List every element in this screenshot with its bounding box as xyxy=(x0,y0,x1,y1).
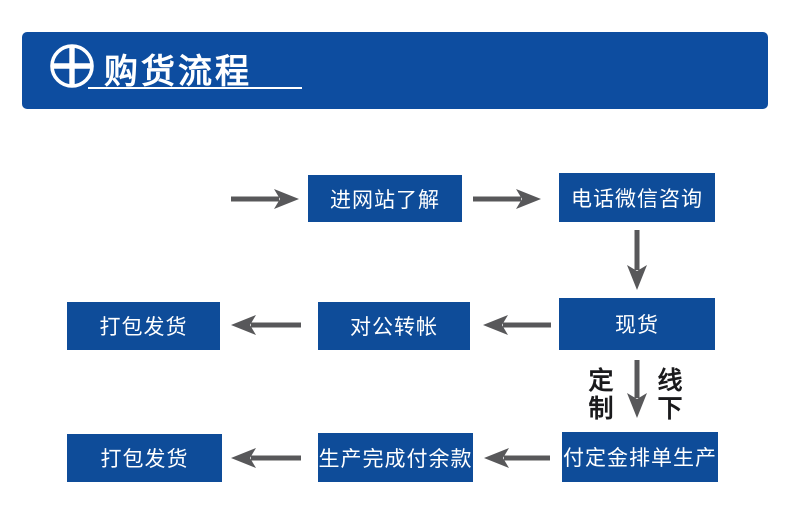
arrow-right-icon xyxy=(230,187,300,216)
page-title: 购货流程 xyxy=(104,53,252,91)
flow-step-phone-wechat-consult: 电话微信咨询 xyxy=(559,173,715,222)
circle-plus-icon xyxy=(48,42,96,90)
arrow-down-icon xyxy=(625,229,649,296)
flow-step-production-done-pay-balance: 生产完成付余款 xyxy=(318,433,473,482)
arrow-left-icon xyxy=(228,313,302,342)
flow-step-pay-deposit-schedule: 付定金排单生产 xyxy=(562,432,718,482)
flow-step-corporate-transfer: 对公转帐 xyxy=(318,302,470,350)
branch-label-custom: 定制 xyxy=(588,367,614,423)
flow-step-pack-and-ship: 打包发货 xyxy=(67,302,220,350)
section-header: 购货流程 xyxy=(22,32,768,109)
arrow-left-icon xyxy=(228,446,302,475)
flow-step-enter-website: 进网站了解 xyxy=(308,175,462,222)
arrow-down-icon xyxy=(625,359,649,424)
title-underline xyxy=(88,87,302,89)
branch-label-offline: 线下 xyxy=(657,367,683,423)
arrow-left-icon xyxy=(483,446,551,475)
arrow-right-icon xyxy=(472,187,542,216)
flow-step-pack-and-ship: 打包发货 xyxy=(67,434,222,482)
arrow-left-icon xyxy=(482,313,552,342)
flow-step-in-stock: 现货 xyxy=(559,298,715,350)
